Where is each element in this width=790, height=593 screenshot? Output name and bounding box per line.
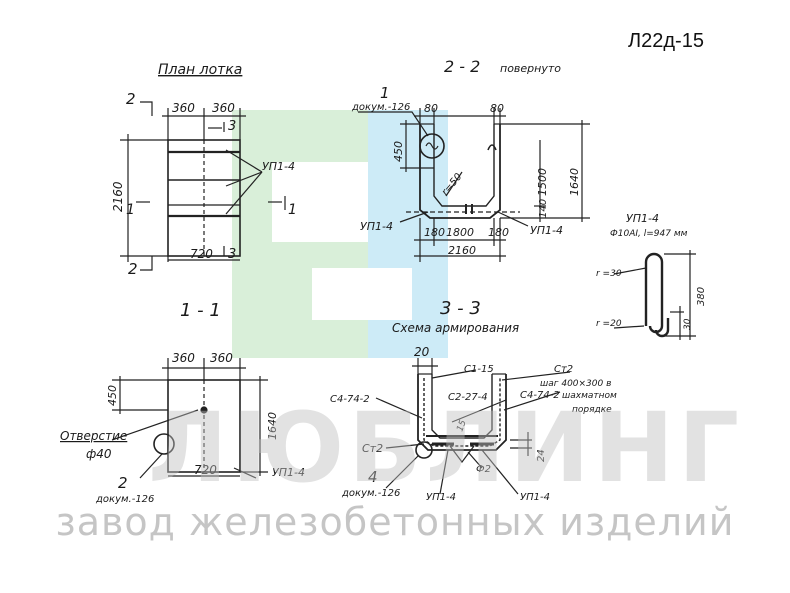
loop-dim-30: 30 <box>683 318 693 330</box>
sec11-hole-label: Отверстие <box>60 429 127 443</box>
drawing-code: Л22д-15 <box>628 30 704 52</box>
plan-dim-720: 720 <box>190 247 213 261</box>
linework <box>111 101 696 495</box>
sec22-dim-180a: 180 <box>424 226 445 239</box>
sec33-ct2-left: Ст2 <box>362 442 383 455</box>
watermark-subtitle: завод железобетонных изделий <box>55 500 735 544</box>
sec22-dim-1800: 1800 <box>446 226 474 239</box>
sec33-f2: Ф2 <box>476 464 491 475</box>
loop-r-top: r =30 <box>596 269 622 279</box>
plan-cut1-right: 1 <box>288 202 297 218</box>
sec22-dim-1640: 1640 <box>568 168 581 196</box>
sec33-ref-doc: докум.-126 <box>341 488 400 499</box>
section-1-1 <box>111 358 268 479</box>
sec33-c4-left: С4-74-2 <box>330 394 370 405</box>
loop-title: УП1-4 <box>626 212 659 225</box>
sec22-dim-80b: 80 <box>490 102 504 115</box>
sec33-pitch-3: порядке <box>572 405 612 415</box>
plan-cut3-bottom: 3 <box>228 247 236 262</box>
sec33-c1: С1-15 <box>464 364 494 375</box>
sec11-dim-1640: 1640 <box>266 412 279 440</box>
sec22-dim-1500: 1500 <box>536 168 549 196</box>
sec11-ref-doc: докум.-126 <box>95 494 154 505</box>
sec11-hole-dia: ф40 <box>86 447 112 461</box>
plan-cut1-left: 1 <box>126 202 135 218</box>
sec11-ref-num: 2 <box>118 474 128 492</box>
sec11-mark: УП1-4 <box>272 466 305 479</box>
loop-r-bottom: r =20 <box>596 319 622 329</box>
section22-title: 2 - 2 <box>444 57 480 76</box>
sec33-c2: С2-27-4 <box>448 392 488 403</box>
plan-mark-upl: УП1-4 <box>262 160 295 173</box>
plan-dim-360a: 360 <box>172 101 195 115</box>
plan-cut3-top: 3 <box>228 119 236 134</box>
section-2-2 <box>358 108 590 262</box>
sec33-dim-20: 20 <box>414 345 430 359</box>
section33-title: 3 - 3 <box>440 298 481 319</box>
sec22-dim-80a: 80 <box>424 102 438 115</box>
sec33-mark-right: УП1-4 <box>520 492 550 503</box>
sec11-dim-360b: 360 <box>210 351 233 365</box>
labels: План лотка 2 - 2 повернуто 1 - 1 3 - 3 С… <box>60 57 707 505</box>
sec33-dim-15: 15 <box>455 419 468 433</box>
plan-cut2-top: 2 <box>126 90 136 108</box>
sec11-dim-720: 720 <box>194 463 217 477</box>
loop-detail <box>613 250 696 340</box>
sec22-dim-450: 450 <box>392 141 405 162</box>
plan-view <box>120 101 286 271</box>
sec33-mark-left: УП1-4 <box>426 492 456 503</box>
section-3-3 <box>375 358 571 495</box>
sec33-pitch-2: шахматном <box>562 391 617 401</box>
sec33-dim-24: 24 <box>536 449 547 462</box>
sec22-dim-140: 140 <box>538 199 549 218</box>
plan-dim-360b: 360 <box>212 101 235 115</box>
sec11-dim-360a: 360 <box>172 351 195 365</box>
sec22-mark-left: УП1-4 <box>360 220 393 233</box>
loop-dim-380: 380 <box>696 287 707 306</box>
sec33-ref-num: 4 <box>368 468 378 486</box>
watermark-brand: ЛЮБЛИНГ <box>148 392 744 504</box>
loop-spec: Ф10АI, l=947 мм <box>610 229 688 239</box>
sec22-ref-doc: докум.-126 <box>351 102 410 113</box>
sec22-ref-num: 1 <box>380 84 390 102</box>
sec22-dim-2160: 2160 <box>448 244 476 257</box>
plan-cut2-bottom: 2 <box>128 260 138 278</box>
sec33-c4-right: С4-74-2 <box>520 390 560 401</box>
section11-title: 1 - 1 <box>180 300 221 321</box>
sec33-pitch-1: шаг 400×300 в <box>540 379 611 389</box>
sec11-dim-450: 450 <box>106 385 119 406</box>
sec22-mark-right: УП1-4 <box>530 224 563 237</box>
section22-note: повернуто <box>500 62 561 75</box>
plan-dim-2160: 2160 <box>111 181 125 212</box>
reinforcement-title: Схема армирования <box>392 321 519 335</box>
plan-title: План лотка <box>158 62 242 78</box>
sec22-dim-180b: 180 <box>488 226 509 239</box>
sec33-ct2-top: Ст2 <box>554 364 573 375</box>
